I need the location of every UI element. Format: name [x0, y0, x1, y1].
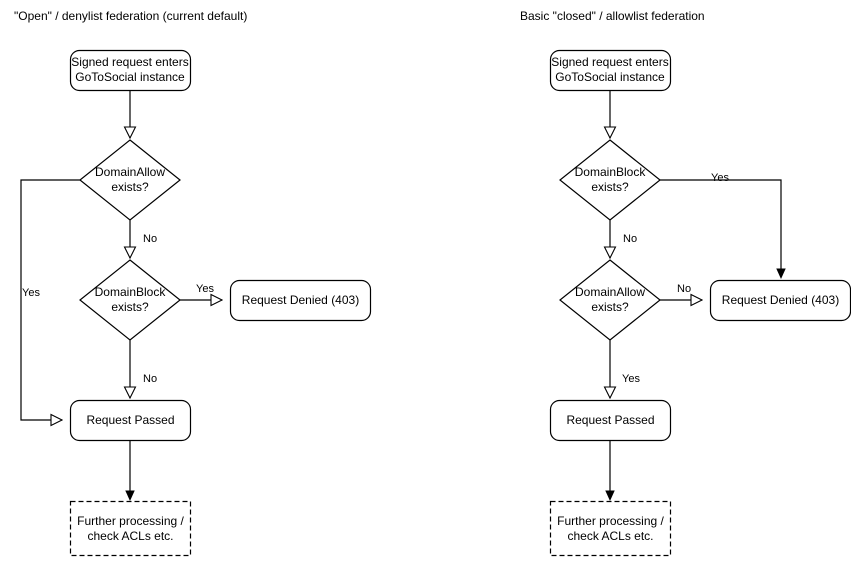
edge-block-to-denied-right [660, 179, 781, 277]
node-request-denied-right [709, 279, 851, 322]
node-domainallow-left [79, 139, 181, 221]
node-domainblock-left [79, 259, 181, 341]
node-entry-right [549, 49, 672, 92]
diagram-title-left: "Open" / denylist federation (current de… [14, 9, 248, 23]
node-further-processing-left [69, 500, 192, 557]
node-further-processing-right [549, 500, 672, 557]
node-domainblock-right [559, 139, 661, 221]
node-request-passed-right [549, 399, 672, 442]
edge-allow-to-passed-left [20, 179, 80, 420]
node-request-passed-left [69, 399, 192, 442]
node-request-denied-left [229, 279, 372, 322]
node-domainallow-right [559, 259, 661, 341]
node-entry-left [69, 49, 192, 92]
diagram-title-right: Basic "closed" / allowlist federation [520, 9, 705, 23]
